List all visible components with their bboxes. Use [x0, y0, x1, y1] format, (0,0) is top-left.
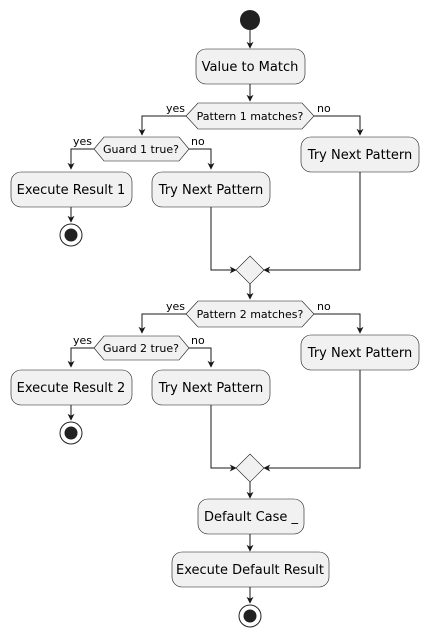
guard-2-label: Guard 2 true?	[103, 342, 179, 355]
start-node	[240, 10, 260, 30]
pattern-1-no-label: no	[317, 102, 331, 115]
end-node-final	[238, 604, 262, 628]
pattern-2-no-label: no	[317, 300, 331, 313]
guard-2-yes-label: yes	[73, 334, 92, 347]
end-node-1	[59, 223, 83, 247]
execute-result-1-label: Execute Result 1	[17, 183, 126, 198]
pattern-1-label: Pattern 1 matches?	[197, 110, 304, 123]
pattern-2-decision: Pattern 2 matches?	[185, 300, 315, 328]
value-to-match-label: Value to Match	[202, 60, 299, 75]
pattern-1-yes-label: yes	[166, 102, 185, 115]
pattern-2-yes-label: yes	[166, 300, 185, 313]
end-node-2	[59, 421, 83, 445]
merge-2-diamond	[235, 453, 265, 483]
execute-result-1-node: Execute Result 1	[10, 171, 133, 208]
guard-2-no-label: no	[191, 334, 205, 347]
try-next-pattern-2b-node: Try Next Pattern	[300, 334, 420, 371]
try-next-pattern-1a-node: Try Next Pattern	[151, 171, 271, 208]
execute-result-2-node: Execute Result 2	[10, 369, 133, 406]
try-next-pattern-2b-label: Try Next Pattern	[307, 346, 412, 361]
guard-2-decision: Guard 2 true?	[93, 335, 190, 361]
guard-1-label: Guard 1 true?	[103, 143, 179, 156]
try-next-pattern-1a-label: Try Next Pattern	[158, 183, 263, 198]
try-next-pattern-1b-label: Try Next Pattern	[307, 148, 412, 163]
value-to-match-node: Value to Match	[195, 48, 306, 85]
guard-1-decision: Guard 1 true?	[93, 136, 190, 162]
pattern-1-decision: Pattern 1 matches?	[185, 102, 315, 130]
execute-default-node: Execute Default Result	[171, 551, 330, 588]
try-next-pattern-2a-label: Try Next Pattern	[158, 381, 263, 396]
guard-1-no-label: no	[191, 135, 205, 148]
pattern-2-label: Pattern 2 matches?	[197, 308, 304, 321]
default-case-node: Default Case _	[197, 498, 305, 535]
execute-default-label: Execute Default Result	[176, 563, 324, 578]
default-case-label: Default Case _	[204, 510, 299, 525]
merge-1-diamond	[235, 255, 265, 285]
try-next-pattern-2a-node: Try Next Pattern	[151, 369, 271, 406]
guard-1-yes-label: yes	[73, 135, 92, 148]
try-next-pattern-1b-node: Try Next Pattern	[300, 136, 420, 173]
execute-result-2-label: Execute Result 2	[17, 381, 126, 396]
edges	[67, 30, 364, 604]
